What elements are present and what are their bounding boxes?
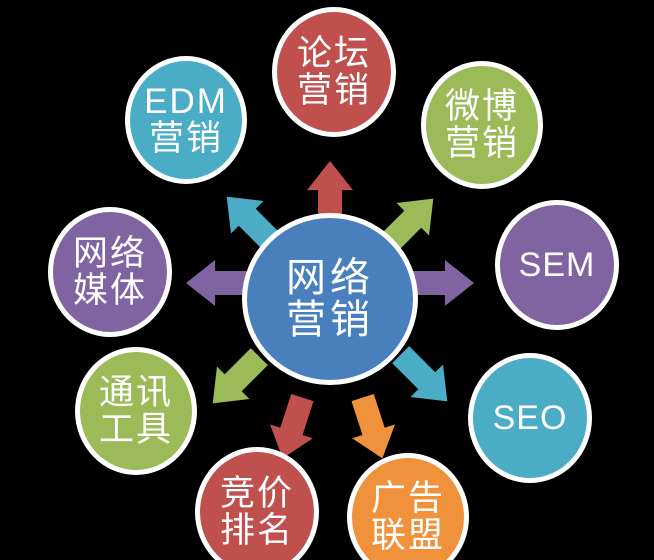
node-sem: SEM [495,200,619,330]
node-forum-marketing-line-2: 营销 [296,71,371,110]
node-edm-marketing-line-2: 营销 [148,119,223,158]
node-communication-tools: 通讯工具 [75,347,197,475]
node-online-media-line-2: 媒体 [72,271,147,310]
node-weibo-marketing-line-2: 营销 [444,124,519,163]
arrow-right-sem-icon [401,253,481,313]
arrow-downleft-tools-icon [187,331,286,430]
node-edm-marketing-line-1: EDM [144,81,228,121]
node-paid-ranking-line-1: 竞价 [219,473,294,513]
node-paid-ranking-line-2: 排名 [219,511,294,550]
node-weibo-marketing-line-1: 微博 [444,86,519,126]
node-communication-tools-line-1: 通讯 [98,372,173,412]
node-seo: SEO [468,353,592,483]
arrow-downright-seo-icon [375,329,474,428]
node-online-media: 网络媒体 [48,207,172,337]
node-communication-tools-line-2: 工具 [98,410,173,449]
node-sem-line-1: SEM [518,245,596,284]
node-online-media-line-1: 网络 [72,233,147,273]
arrow-left-media-icon [179,253,259,313]
node-center-network-marketing: 网络营销 [242,213,418,385]
node-forum-marketing: 论坛营销 [272,7,396,137]
node-seo-line-1: SEO [492,398,568,437]
arrow-down-adalliance-icon [332,382,412,474]
arrow-up-forum-icon [300,154,360,234]
node-ad-alliance-line-1: 广告 [370,478,445,518]
node-center-network-marketing-line-1: 网络 [286,255,374,300]
node-center-network-marketing-line-2: 营销 [286,298,374,342]
node-ad-alliance: 广告联盟 [347,453,469,560]
node-ad-alliance-line-2: 联盟 [370,516,445,555]
arrow-down-ranking-icon [252,382,332,474]
node-forum-marketing-line-1: 论坛 [296,33,371,73]
node-paid-ranking: 竞价排名 [195,447,319,560]
node-weibo-marketing: 微博营销 [421,61,543,189]
